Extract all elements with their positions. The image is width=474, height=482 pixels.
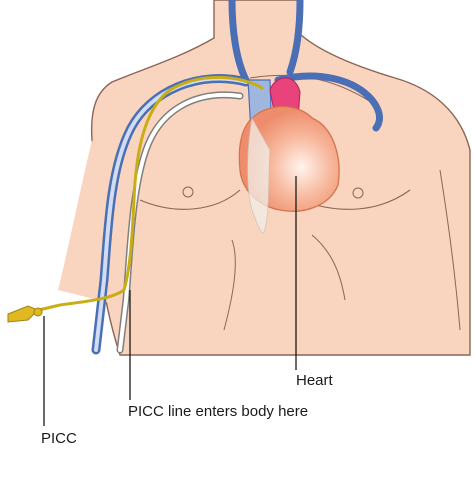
picc-catheter — [28, 75, 264, 314]
pectoral-line — [139, 189, 241, 210]
jugular-vein-right — [286, 0, 304, 76]
picc-connector — [33, 307, 43, 317]
subclavian-vein-right — [274, 72, 383, 132]
abdomen-line — [223, 239, 236, 331]
pale-lung-overlay — [247, 116, 271, 234]
picc-label: PICC — [41, 430, 77, 447]
heart-label: Heart — [296, 372, 333, 389]
left-nipple — [182, 186, 194, 198]
right-side-outline — [439, 169, 461, 331]
picc-hub — [7, 305, 39, 323]
jugular-vein-left — [228, 0, 250, 84]
left-arm-skin — [58, 140, 138, 310]
abdomen-line-right — [311, 234, 346, 301]
right-nipple — [352, 187, 364, 199]
picc-entry-label: PICC line enters body here — [128, 403, 309, 420]
